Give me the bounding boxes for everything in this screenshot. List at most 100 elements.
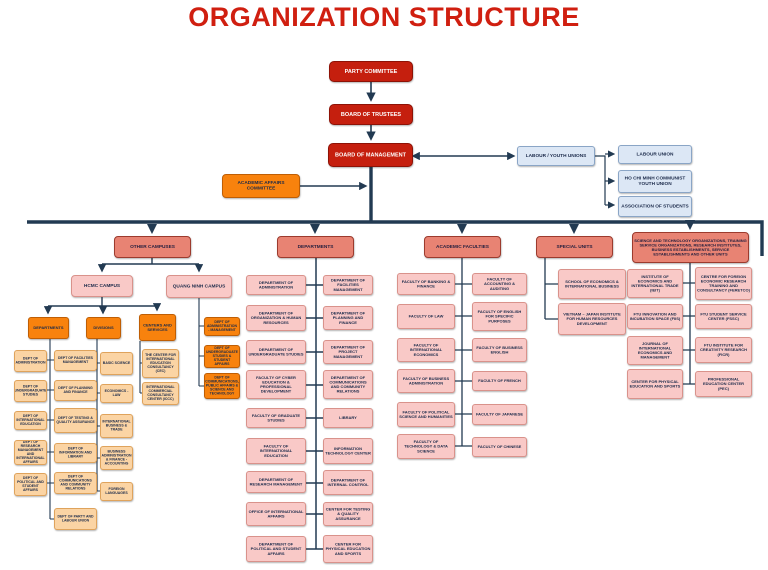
node-label: PARTY COMMITTEE xyxy=(344,68,398,75)
node-label: FACULTY OF BUSINESS ENGLISH xyxy=(476,345,523,355)
node-label: DEPARTMENT OF FACILITIES MANAGEMENT xyxy=(330,278,366,292)
node-division-basic-science: BASIC SCIENCE xyxy=(100,352,133,375)
node-label: FTU STUDENT SERVICE CENTER (FSSC) xyxy=(700,311,747,321)
node-label: DEPT OF TESTING & QUALITY ASSURANCE xyxy=(56,416,95,424)
node-ftu-innovation-fiis: FTU INNOVATION AND INCUBATION SPACE (FII… xyxy=(627,304,683,329)
node-label: INTERNATIONAL BUSINESS & TRADE xyxy=(102,419,131,432)
node-faculty-political-science-humanities: FACULTY OF POLITICAL SCIENCE AND HUMANIT… xyxy=(397,402,455,427)
node-label: FACULTY OF ENGLISH FOR SPECIFIC PURPOSES xyxy=(477,309,522,324)
node-label: HCMC CAMPUS xyxy=(83,282,121,289)
node-label: BOARD OF TRUSTEES xyxy=(340,111,402,118)
node-label: DEPT OF INTERNATIONAL EDUCATION xyxy=(16,414,45,427)
node-center-physical-education-central: CENTER FOR PHYSICAL EDUCATION AND SPORTS xyxy=(323,535,373,563)
node-label: FACULTY OF BANKING & FINANCE xyxy=(401,279,451,289)
node-dept-international-education: DEPT OF INTERNATIONAL EDUCATION xyxy=(14,411,47,430)
node-library: LIBRARY xyxy=(323,408,373,428)
node-label: FTU INSTITUTE FOR CREATIVITY RESEARCH (F… xyxy=(700,343,747,357)
node-label: ACADEMIC FACULTIES xyxy=(436,243,489,250)
node-label: DEPT OF POLITICAL AND STUDENT AFFAIRS xyxy=(17,476,44,493)
node-label: FACULTY OF INTERNATIONAL ECONOMICS xyxy=(409,343,443,357)
node-label: DEPARTMENT OF ADMINISTRATION xyxy=(258,280,294,290)
node-faculty-accounting-auditing: FACULTY OF ACCOUNTING & AUDITING xyxy=(472,273,527,295)
node-label: DEPT OF INFORMATION AND LIBRARY xyxy=(59,446,92,459)
node-office-international-affairs: OFFICE OF INTERNATIONAL AFFAIRS xyxy=(246,502,306,526)
node-faculty-banking-finance: FACULTY OF BANKING & FINANCE xyxy=(397,273,455,295)
node-label: DIVISIONS xyxy=(93,325,114,331)
node-label: FOREIGN LANGUAGES xyxy=(105,487,128,495)
node-label: DEPARTMENT OF UNDERGRADUATE STUDIES xyxy=(248,347,304,357)
node-faculty-chinese: FACULTY OF CHINESE xyxy=(472,437,527,457)
node-label: DEPARTMENT OF ORGANIZATION & HUMAN RESOU… xyxy=(250,311,302,325)
node-label: FACULTY OF JAPANESE xyxy=(475,412,524,417)
node-labour-youth-unions: LABOUR / YOUTH UNIONS xyxy=(517,146,595,166)
node-label: ACADEMIC AFFAIRS COMMITTEE xyxy=(237,180,285,191)
node-dept-undergraduate-studies: DEPT OF UNDERGRADUATE STUDIES xyxy=(14,380,47,402)
node-department-internal-control: DEPARTMENT OF INTERNAL CONTROL xyxy=(323,470,373,495)
node-label: DEPARTMENT OF PROJECT MANAGEMENT xyxy=(330,345,366,359)
node-label: DEPARTMENT OF INTERNAL CONTROL xyxy=(327,477,369,487)
node-department-planning-finance: DEPARTMENT OF PLANNING AND FINANCE xyxy=(323,306,373,330)
node-label: FACULTY OF FRENCH xyxy=(478,378,521,384)
node-faculty-technology-data-science: FACULTY OF TECHNOLOGY & DATA SCIENCE xyxy=(397,434,455,459)
node-label: DEPT OF FACILITIES MANAGEMENT xyxy=(57,356,93,364)
node-label: HO CHI MINH COMMUNIST YOUTH UNION xyxy=(624,175,686,187)
node-school-economics-international-business: SCHOOL OF ECONOMICS & INTERNATIONAL BUSI… xyxy=(558,269,626,299)
node-department-of-administration: DEPARTMENT OF ADMINISTRATION xyxy=(246,275,306,295)
node-label: FACULTY OF POLITICAL SCIENCE AND HUMANIT… xyxy=(399,409,453,419)
node-label: INTERNATIONAL COMMERCIAL CONSULTANCY CEN… xyxy=(146,385,175,402)
node-label: BOARD OF MANAGEMENT xyxy=(335,151,406,158)
node-label: SCHOOL OF ECONOMICS & INTERNATIONAL BUSI… xyxy=(565,279,619,289)
node-label: VIETNAM – JAPAN INSTITUTE FOR HUMAN RESO… xyxy=(563,312,621,326)
node-academic-faculties-group: ACADEMIC FACULTIES xyxy=(424,236,501,258)
node-label: ECONOMICS - LAW xyxy=(104,389,129,397)
node-label: DEPARTMENT OF POLITICAL AND STUDENT AFFA… xyxy=(250,542,302,556)
node-label: DEPT OF RESEARCH MANAGEMENT AND INTERNAT… xyxy=(16,440,45,465)
node-qn-administration-management: DEPT OF ADMINISTRATION - MANAGEMENT xyxy=(204,317,240,336)
node-label: INFORMATION TECHNOLOGY CENTER xyxy=(325,446,371,456)
node-faculty-business-english: FACULTY OF BUSINESS ENGLISH xyxy=(472,338,527,362)
node-label: CENTER FOR TESTING & QUALITY ASSURANCE xyxy=(325,507,371,521)
node-special-units-group: SPECIAL UNITS xyxy=(536,236,613,258)
node-label: DEPARTMENTS xyxy=(297,243,334,250)
node-hcmc-campus: HCMC CAMPUS xyxy=(71,275,133,297)
node-label: FACULTY OF LAW xyxy=(408,314,444,319)
node-center-cec: THE CENTER FOR INTERNATIONAL EDUCATION C… xyxy=(142,349,179,378)
node-label: LABOUR UNION xyxy=(636,151,674,157)
node-label: DEPARTMENT OF RESEARCH MANAGEMENT xyxy=(249,477,303,487)
node-dept-research-management: DEPT OF RESEARCH MANAGEMENT AND INTERNAT… xyxy=(14,440,47,465)
node-vietnam-japan-institute: VIETNAM – JAPAN INSTITUTE FOR HUMAN RESO… xyxy=(558,303,626,335)
node-label: OFFICE OF INTERNATIONAL AFFAIRS xyxy=(248,509,304,519)
node-dept-planning-finance: DEPT OF PLANNING AND FINANCE xyxy=(54,380,97,401)
node-label: PROFESSIONAL EDUCATION CENTER (PEC) xyxy=(702,377,745,391)
node-label: CENTRE FOR FOREIGN ECONOMIC RESEARCH TRA… xyxy=(697,274,750,293)
node-ftu-student-service-fssc: FTU STUDENT SERVICE CENTER (FSSC) xyxy=(695,304,752,329)
node-label: DEPT OF UNDERGRADUATE STUDIES & STUDENT … xyxy=(205,346,239,367)
node-dept-political-student-affairs: DEPT OF POLITICAL AND STUDENT AFFAIRS xyxy=(14,473,47,496)
node-label: DEPT OF COMMUNICATIONS AND COMMUNITY REL… xyxy=(59,474,92,491)
node-label: BUSINESS ADMINISTRATION & FINANCE - ACCO… xyxy=(101,449,132,466)
node-ftu-institute-ficr: FTU INSTITUTE FOR CREATIVITY RESEARCH (F… xyxy=(695,337,752,363)
node-faculty-business-administration: FACULTY OF BUSINESS ADMINISTRATION xyxy=(397,369,455,393)
node-label: FACULTY OF CYBER EDUCATION & PROFESSIONA… xyxy=(256,375,296,394)
node-label: FACULTY OF GRADUATE STUDIES xyxy=(251,413,301,423)
node-center-testing-quality: CENTER FOR TESTING & QUALITY ASSURANCE xyxy=(323,502,373,526)
node-professional-education-pec: PROFESSIONAL EDUCATION CENTER (PEC) xyxy=(695,371,752,397)
node-label: DEPARTMENT OF COMMUNICATIONS AND COMMUNI… xyxy=(329,375,367,394)
node-label: DEPT OF ADMINISTRATION - MANAGEMENT xyxy=(206,320,238,333)
node-label: THE CENTER FOR INTERNATIONAL EDUCATION C… xyxy=(145,353,176,374)
node-center-physical-education-right: CENTER FOR PHYSICAL EDUCATION AND SPORTS xyxy=(627,369,683,399)
node-faculty-graduate-studies: FACULTY OF GRADUATE STUDIES xyxy=(246,408,306,428)
node-label: DEPT OF PLANNING AND FINANCE xyxy=(58,386,93,394)
node-hcm-communist-youth-union: HO CHI MINH COMMUNIST YOUTH UNION xyxy=(618,170,692,193)
node-dept-administration: DEPT OF ADMINISTRATION xyxy=(14,350,47,372)
node-other-campuses: OTHER CAMPUSES xyxy=(114,236,191,258)
node-department-political-student-affairs: DEPARTMENT OF POLITICAL AND STUDENT AFFA… xyxy=(246,536,306,562)
node-faculty-french: FACULTY OF FRENCH xyxy=(472,371,527,391)
node-label: DEPT OF PARTY AND LABOUR UNION xyxy=(57,514,94,523)
node-journal-international-economics: JOURNAL OF INTERNATIONAL ECONOMICS AND M… xyxy=(627,336,683,365)
node-faculty-international-economics: FACULTY OF INTERNATIONAL ECONOMICS xyxy=(397,338,455,362)
node-division-foreign-languages: FOREIGN LANGUAGES xyxy=(100,482,133,501)
node-department-project-management: DEPARTMENT OF PROJECT MANAGEMENT xyxy=(323,340,373,364)
node-label: FTU INNOVATION AND INCUBATION SPACE (FII… xyxy=(629,311,681,321)
